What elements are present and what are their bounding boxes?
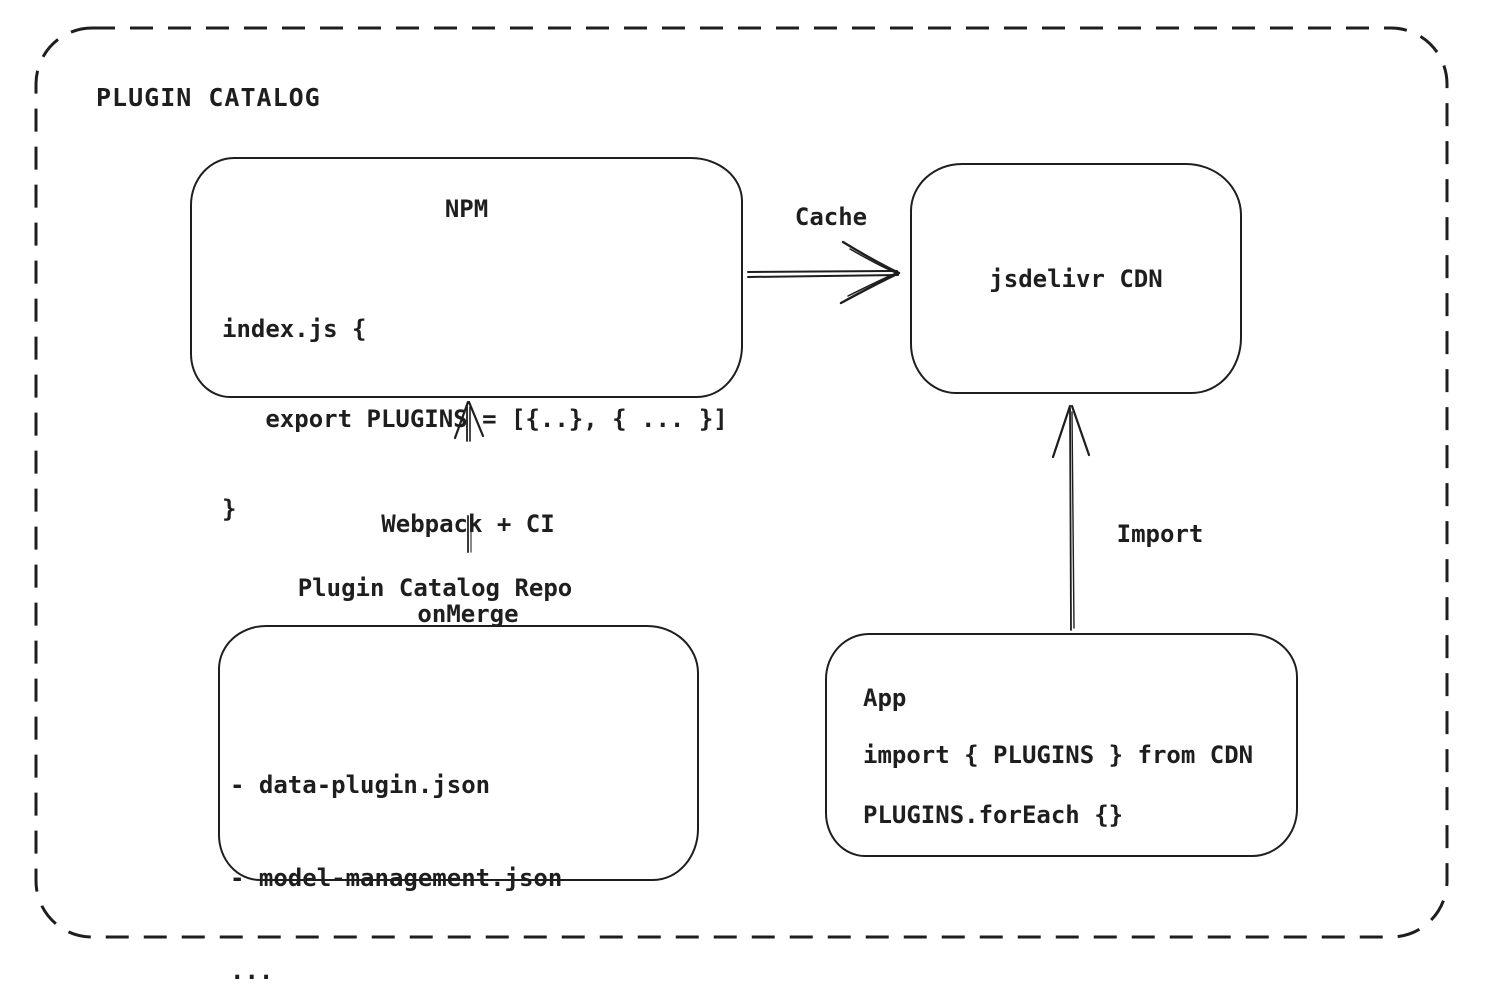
build-arrow-label: Webpack + CI onMerge [348,449,588,689]
app-box-title: App [863,684,907,712]
app-code-line: import { PLUGINS } from CDN [863,741,1254,769]
npm-code-line: } [222,495,237,523]
repo-file-item: - data-plugin.json [230,771,491,799]
npm-box: NPM index.js { export PLUGINS = [{..}, {… [190,157,743,523]
build-arrow [453,400,485,553]
npm-code-line: export PLUGINS = [{..}, { ... }] [222,405,728,433]
build-arrow-label-line: Webpack + CI [381,510,555,538]
cache-arrow [747,240,901,305]
import-arrow [1051,404,1091,631]
repo-box-title: Plugin Catalog Repo [297,574,573,602]
app-code-line: PLUGINS.forEach {} [863,801,1124,829]
repo-box: - data-plugin.json - model-management.js… [218,625,699,985]
repo-file-list: - data-plugin.json - model-management.js… [230,708,562,1002]
npm-code-line: index.js { [222,315,367,343]
app-box: App import { PLUGINS } from CDN PLUGINS.… [825,633,1298,857]
npm-box-title: NPM [444,195,489,223]
cdn-box-title: jsdelivr CDN [989,264,1163,293]
build-arrow-label-line: onMerge [417,600,519,628]
repo-file-item: - model-management.json [230,864,563,892]
cdn-box: jsdelivr CDN [910,163,1242,394]
diagram-title: PLUGIN CATALOG [96,83,321,112]
import-arrow-label: Import [1116,520,1204,548]
repo-file-item: ... [230,957,274,985]
npm-code-block: index.js { export PLUGINS = [{..}, { ...… [222,254,728,584]
cache-arrow-label: Cache [794,203,868,231]
